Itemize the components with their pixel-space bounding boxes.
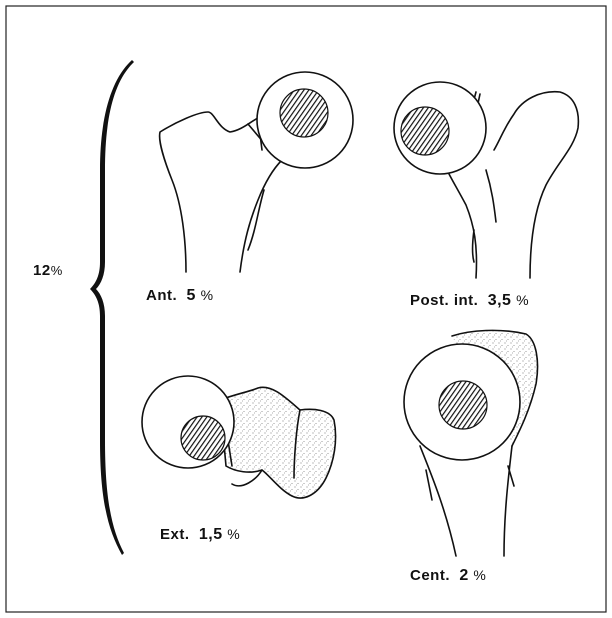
femur-external-view [142,376,336,498]
view-unit: % [201,287,214,303]
view-label-central: Cent. 2 % [410,567,486,585]
total-value: 12 [33,262,51,279]
view-value: 1,5 [199,526,223,543]
view-name: Ext. [160,526,190,543]
total-unit: % [51,263,63,278]
view-label-external: Ext. 1,5 % [160,526,240,544]
view-label-anterior: Ant. 5 % [146,287,214,305]
view-unit: % [473,567,486,583]
view-value: 2 [459,567,468,584]
femur-posterior-view [394,82,578,278]
total-label: 12% [33,262,63,279]
femur-anterior-view [160,72,353,272]
view-name: Ant. [146,287,177,304]
view-unit: % [516,292,529,308]
view-label-posterior-internal: Post. int. 3,5 % [410,292,529,310]
view-unit: % [227,526,240,542]
femur-central-view [404,330,538,556]
view-value: 5 [187,287,196,304]
brace [90,60,134,555]
view-name: Post. int. [410,292,478,309]
view-name: Cent. [410,567,450,584]
view-value: 3,5 [488,292,512,309]
